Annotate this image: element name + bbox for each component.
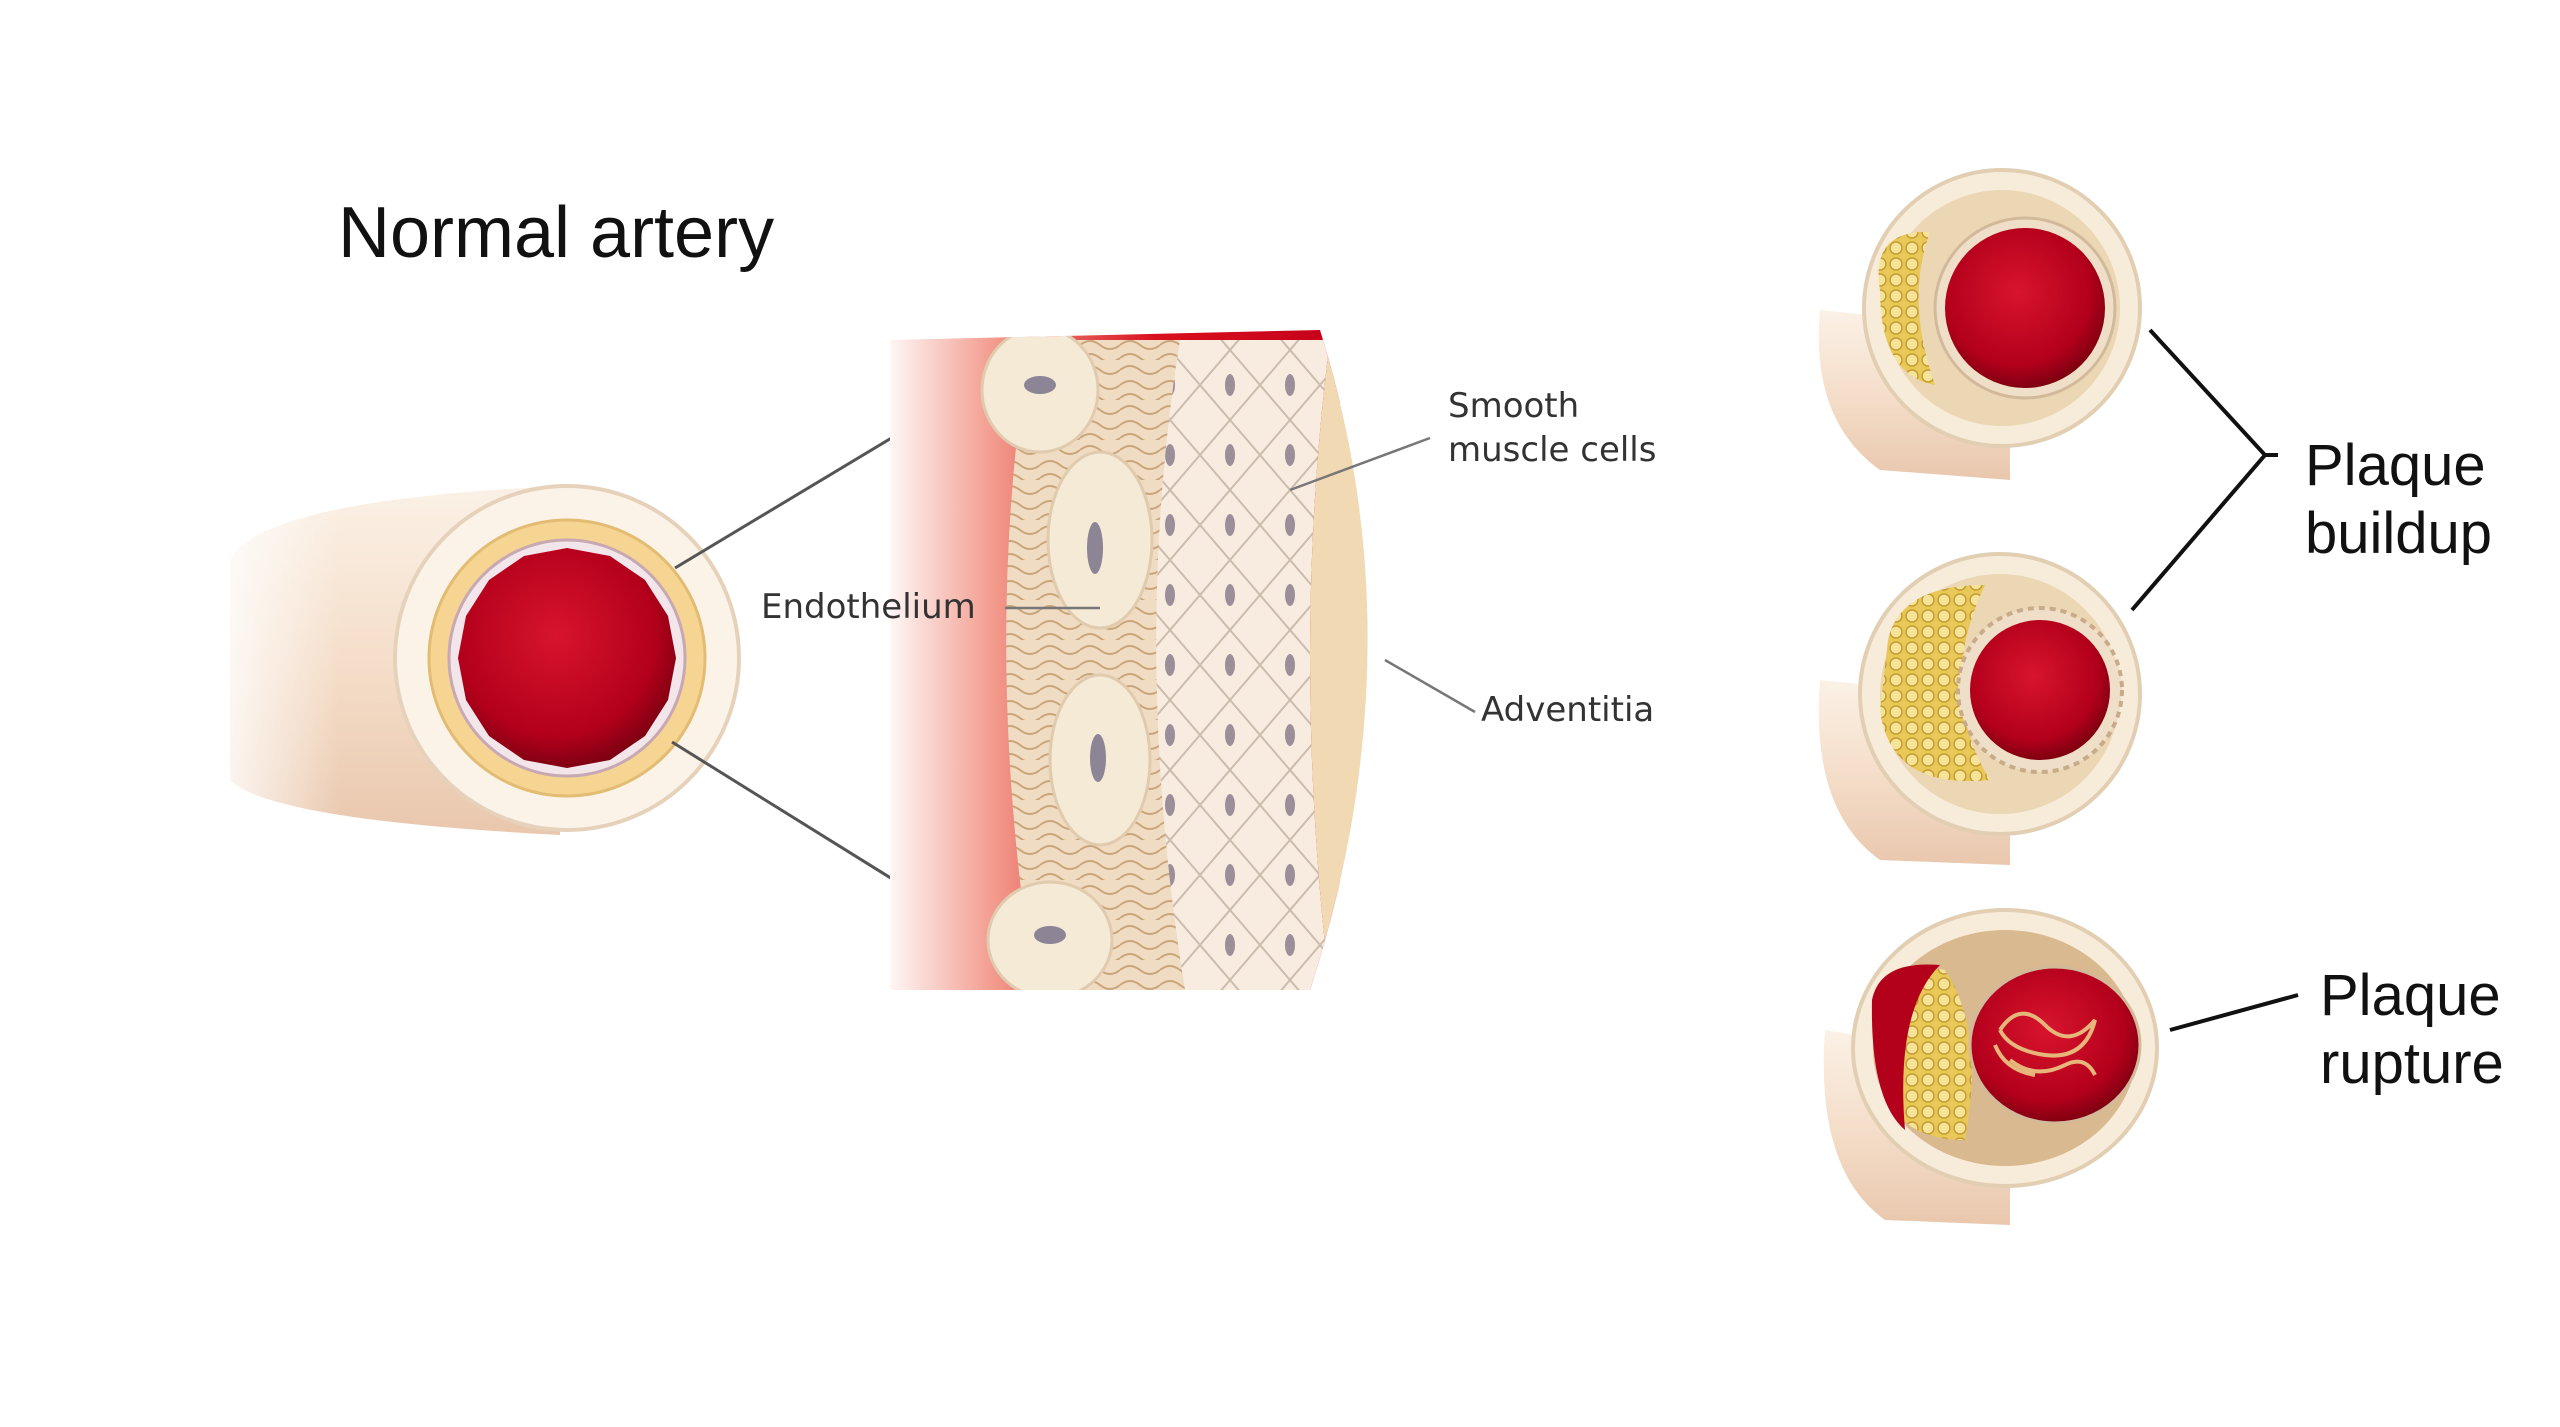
smooth-muscle-line1: Smooth xyxy=(1448,386,1580,426)
page-title: Normal artery xyxy=(338,193,775,273)
endothelium-label: Endothelium xyxy=(761,587,976,627)
smooth-muscle-line2: muscle cells xyxy=(1448,430,1657,470)
plaque-rupture-line1: Plaque xyxy=(2320,963,2501,1028)
smooth-muscle-label: Smooth muscle cells xyxy=(1448,384,1656,472)
normal-artery-cross-section xyxy=(200,480,741,850)
plaque-rupture-artery xyxy=(1823,908,2159,1225)
plaque-buildup-line2: buildup xyxy=(2305,501,2493,566)
plaque-rupture-line2: rupture xyxy=(2320,1031,2504,1096)
adventitia-label: Adventitia xyxy=(1481,690,1655,730)
plaque-rupture-label: Plaque rupture xyxy=(2320,962,2504,1098)
plaque-buildup-bracket xyxy=(2130,328,2278,612)
artery-wall-magnified xyxy=(890,330,1368,990)
plaque-buildup-artery-1 xyxy=(1818,168,2142,480)
plaque-rupture-pointer xyxy=(2169,993,2299,1032)
label-leader-lines xyxy=(1005,436,1476,714)
plaque-buildup-artery-2 xyxy=(1818,552,2142,865)
plaque-buildup-line1: Plaque xyxy=(2305,433,2486,498)
plaque-buildup-label: Plaque buildup xyxy=(2305,432,2492,568)
